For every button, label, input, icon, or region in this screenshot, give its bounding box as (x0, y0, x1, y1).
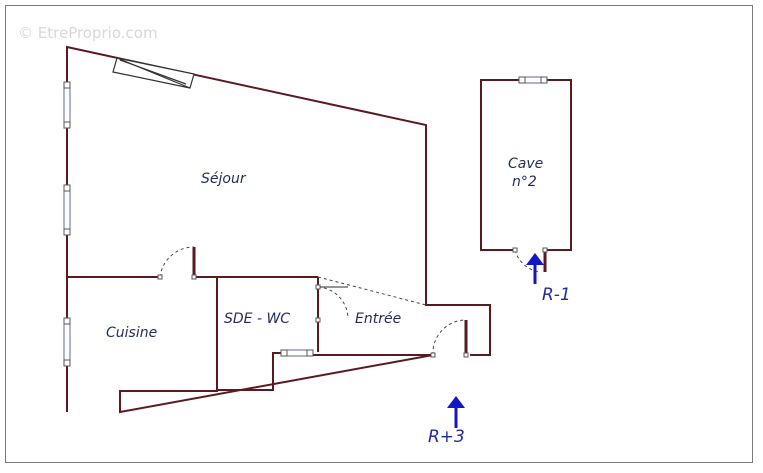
apartment-outline (66, 45, 491, 414)
up-arrow-icon (447, 396, 465, 428)
room-label-cave: Cave (508, 156, 544, 172)
room-label-entree: Entrée (355, 311, 402, 327)
door-swing-icon (159, 246, 541, 356)
room-label-sde-wc: SDE - WC (224, 311, 291, 327)
room-label-cave-number: n°2 (512, 174, 537, 190)
room-label-sejour: Séjour (201, 171, 246, 187)
plan-border (5, 5, 753, 463)
level-label-cellar: R-1 (542, 285, 571, 305)
room-label-cuisine: Cuisine (106, 325, 158, 341)
up-arrow-icon (526, 253, 544, 284)
window-icon (112, 57, 195, 89)
level-label-main: R+3 (428, 427, 465, 447)
watermark: © EtreProprio.com (18, 24, 158, 42)
